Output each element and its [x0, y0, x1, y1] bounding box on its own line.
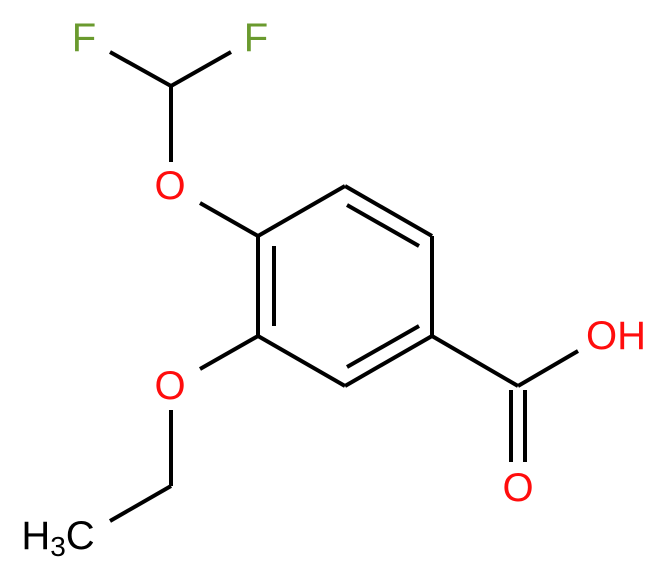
atom-f2: F — [244, 16, 268, 60]
ch3-subscript: 3 — [50, 531, 66, 562]
bond-ch2-ch3 — [109, 484, 172, 523]
ring-bond — [257, 334, 346, 388]
atom-o-carbonyl: O — [502, 466, 533, 510]
ring-bond-inner — [346, 324, 420, 369]
ring-bond — [257, 184, 346, 238]
atom-ch3: H3C — [21, 514, 94, 562]
bond-c-oh — [516, 349, 580, 388]
bond-ring-cooh — [430, 334, 520, 388]
atom-labels: F F O O OH O H3C — [21, 16, 646, 562]
ch3-c: C — [66, 514, 95, 558]
bonds — [109, 50, 580, 523]
ring-bond — [344, 334, 433, 388]
bond-ring-o-ethoxy — [199, 334, 259, 371]
atom-f1: F — [72, 16, 96, 60]
ch3-h: H — [21, 514, 50, 558]
atom-oh: OH — [586, 314, 646, 358]
atom-o-difluoromethoxy: O — [154, 164, 185, 208]
bond-f2-c — [170, 50, 232, 88]
ring-bond-inner — [346, 203, 420, 248]
ring-bond — [344, 184, 433, 238]
atom-o-ethoxy: O — [154, 364, 185, 408]
bond-o-ring — [199, 201, 259, 238]
bond-f1-c — [109, 50, 172, 88]
